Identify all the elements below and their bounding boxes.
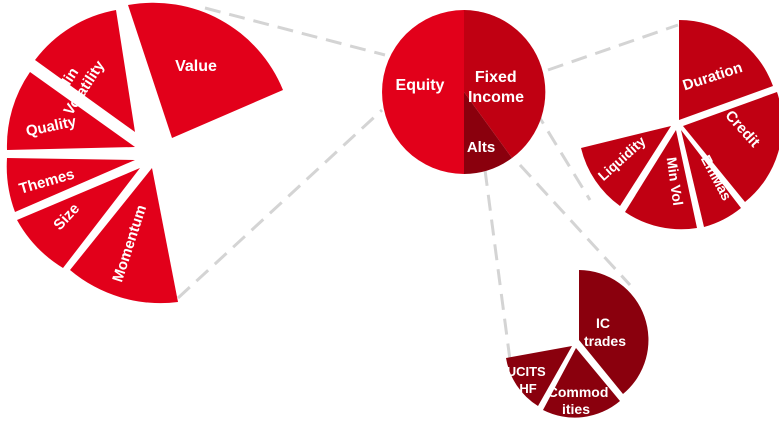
label-ic-trades-line2: trades bbox=[584, 333, 626, 349]
slice-emmas[interactable] bbox=[681, 130, 741, 227]
slice-equity[interactable] bbox=[382, 10, 464, 174]
connector-fixed-income-top bbox=[547, 23, 679, 72]
label-fixed-income-line1: Fixed bbox=[475, 69, 517, 86]
label-alts: Alts bbox=[467, 139, 495, 156]
equity-factor-pie: Value Min Volatility Quality Themes Size… bbox=[6, 2, 283, 304]
label-ucits-hf-line1: UCITS bbox=[507, 364, 546, 379]
label-value: Value bbox=[175, 58, 217, 75]
slice-value[interactable] bbox=[128, 2, 283, 139]
slice-themes[interactable] bbox=[6, 158, 135, 212]
label-commodities-line2: ities bbox=[562, 401, 590, 417]
label-fixed-income-line2: Income bbox=[468, 89, 524, 106]
connector-alts-right bbox=[518, 163, 632, 287]
slice-credit[interactable] bbox=[683, 92, 779, 202]
label-ucits-hf: UCITS HF bbox=[507, 364, 550, 396]
connector-equity-bottom bbox=[176, 108, 384, 300]
main-allocation-pie: Equity Fixed Income Alts bbox=[382, 10, 546, 174]
slice-min-vol[interactable] bbox=[625, 130, 697, 230]
alts-pie: IC trades Commod ities UCITS HF bbox=[506, 270, 649, 418]
connector-equity-top bbox=[204, 6, 386, 57]
fixed-income-pie: Duration Credit EmMas Min Vol Liquidity bbox=[581, 20, 779, 230]
connectors bbox=[176, 6, 679, 361]
connector-fixed-income-bottom bbox=[533, 109, 592, 201]
label-commodities-line1: Commod bbox=[548, 384, 609, 400]
label-min-vol: Min Vol bbox=[664, 156, 687, 206]
slice-min-volatility[interactable] bbox=[35, 10, 135, 132]
label-commodities: Commod ities bbox=[548, 384, 613, 417]
slice-ucits-hf[interactable] bbox=[506, 346, 572, 406]
slice-momentum[interactable] bbox=[70, 168, 178, 304]
slice-commodities[interactable] bbox=[543, 348, 620, 418]
slice-size[interactable] bbox=[17, 168, 140, 268]
slice-liquidity[interactable] bbox=[581, 126, 671, 206]
slice-alts[interactable] bbox=[464, 92, 512, 174]
label-fixed-income: Fixed Income bbox=[468, 69, 524, 106]
slice-duration[interactable] bbox=[679, 20, 773, 120]
slice-fixed-income[interactable] bbox=[464, 10, 546, 158]
label-ic-trades: IC trades bbox=[584, 315, 626, 349]
slice-ic-trades[interactable] bbox=[579, 270, 649, 394]
label-equity: Equity bbox=[396, 77, 445, 94]
connector-alts-left bbox=[483, 169, 512, 361]
slice-quality[interactable] bbox=[6, 72, 136, 150]
label-ucits-hf-line2: HF bbox=[519, 381, 536, 396]
label-ic-trades-line1: IC bbox=[596, 315, 610, 331]
